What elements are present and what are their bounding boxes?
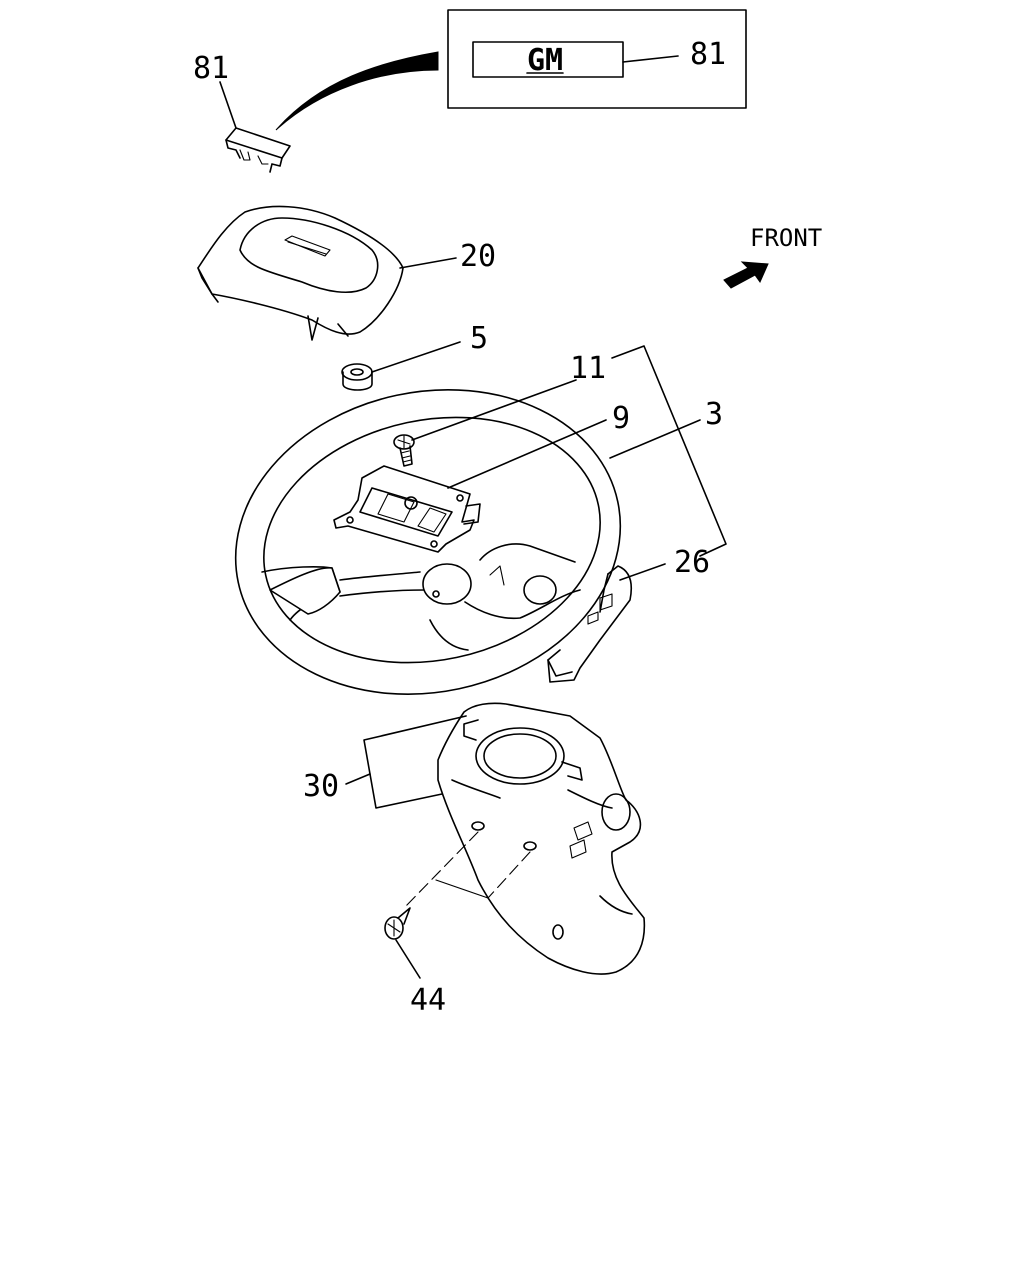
callout-bracket bbox=[611, 345, 727, 557]
horn-pad-part bbox=[197, 205, 457, 341]
callout-5: 5 bbox=[470, 321, 488, 356]
lower-cover-part bbox=[547, 563, 666, 683]
callout-81-box: 81 bbox=[690, 37, 726, 72]
column-cover-part bbox=[345, 702, 646, 975]
screw-part bbox=[384, 907, 421, 979]
callout-81: 81 bbox=[193, 51, 229, 86]
callout-30: 30 bbox=[303, 769, 339, 804]
callout-11: 11 bbox=[570, 351, 606, 386]
callout-9: 9 bbox=[612, 401, 630, 436]
steering-wheel-part bbox=[234, 389, 701, 695]
callout-20: 20 bbox=[460, 239, 496, 274]
gm-emblem-plate bbox=[472, 41, 624, 78]
front-arrow-icon bbox=[723, 261, 769, 289]
front-direction-label: FRONT bbox=[750, 224, 822, 252]
mounting-plate-part bbox=[333, 419, 607, 553]
callout-44: 44 bbox=[410, 983, 446, 1018]
bolt-part bbox=[393, 379, 577, 467]
nut-part bbox=[341, 341, 461, 391]
detail-arrow bbox=[275, 51, 439, 131]
emblem-detail-box: GM 81 bbox=[447, 9, 747, 109]
callout-26: 26 bbox=[674, 545, 710, 580]
callout-3: 3 bbox=[705, 397, 723, 432]
gm-logo-text: GM bbox=[527, 43, 563, 78]
emblem-clip-part bbox=[219, 81, 291, 173]
